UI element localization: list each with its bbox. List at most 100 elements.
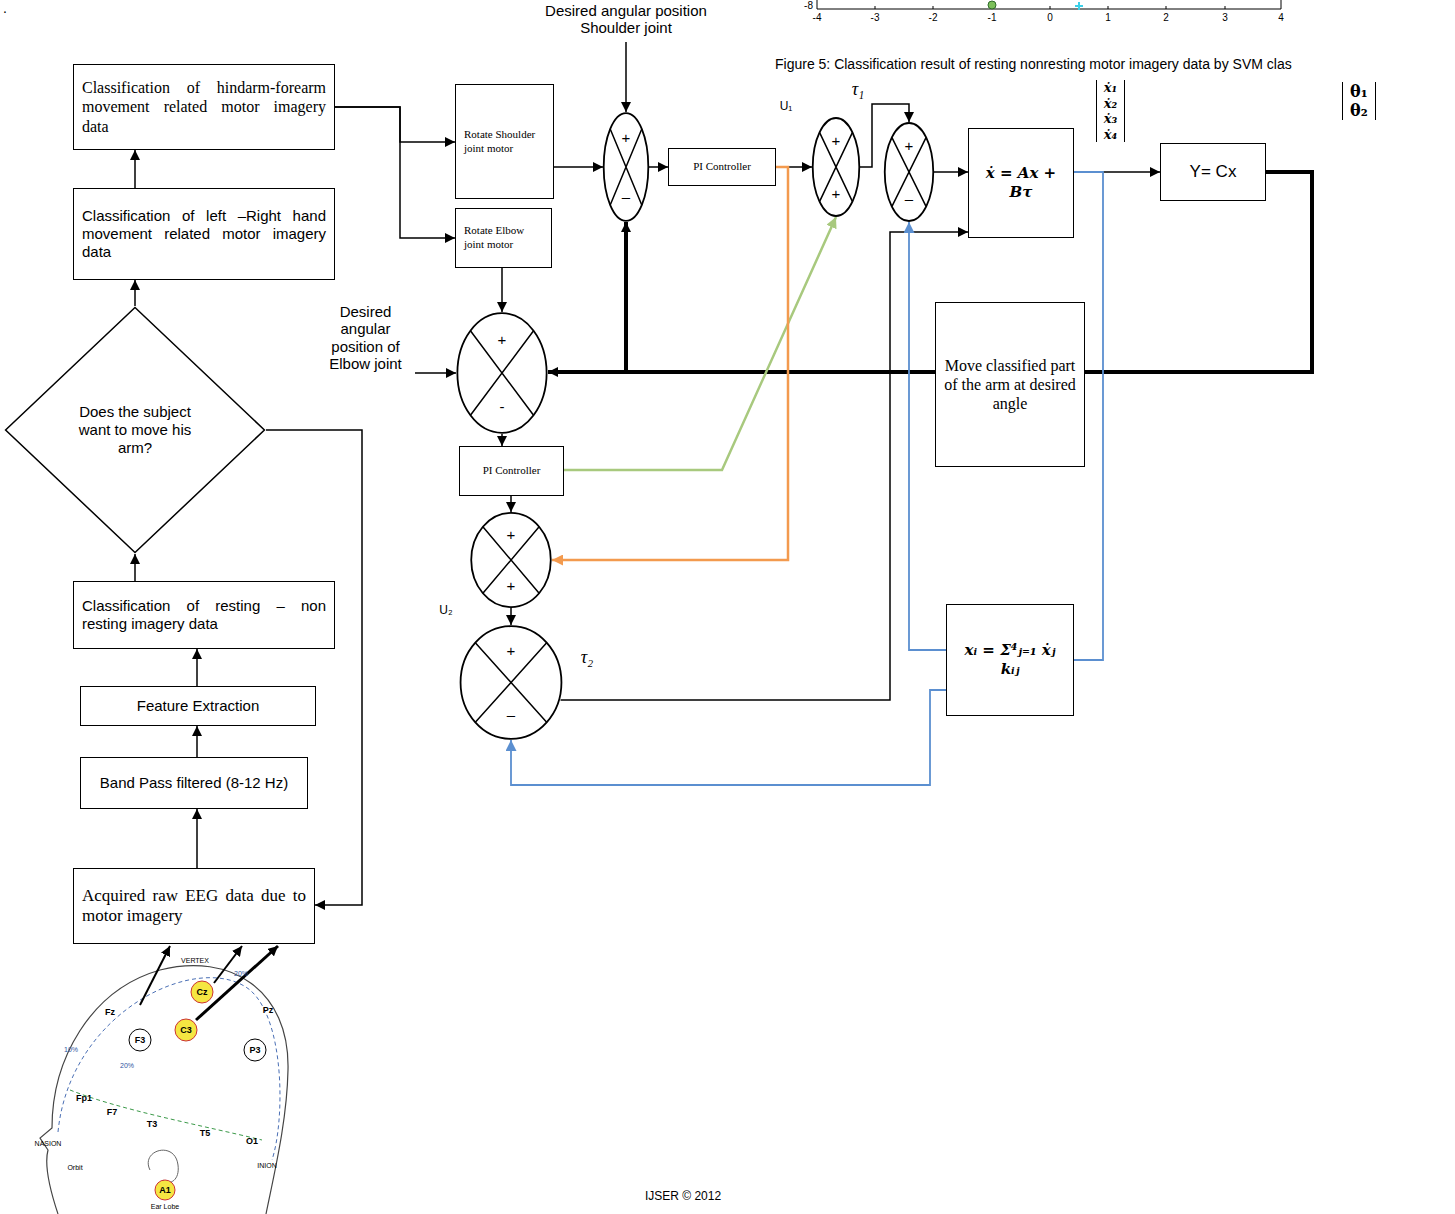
- input-label: Desired angular position Shoulder joint: [531, 2, 721, 37]
- feedback-gain-box: xᵢ = Σ⁴ⱼ₌₁ ẋⱼ kᵢⱼ: [946, 604, 1074, 716]
- summing-junction: +–: [603, 112, 649, 222]
- signal-leads: [140, 946, 278, 1020]
- node-text: Does the subject want to move his arm?: [75, 403, 195, 457]
- sign-symbol: +: [459, 643, 563, 658]
- signal-connector: [196, 649, 198, 686]
- signal-connector: [335, 107, 455, 238]
- figure-caption: Figure 5: Classification result of resti…: [775, 56, 1450, 72]
- axis-tick-label: 0: [1040, 12, 1060, 23]
- spacing-label: 10%: [62, 1046, 80, 1054]
- head-outline: [40, 966, 288, 1214]
- controller-box: PI Controller: [459, 446, 564, 496]
- axis-ticks: [875, 6, 1225, 9]
- feedback-connector: [564, 217, 836, 470]
- junction-outline: [603, 112, 649, 222]
- axis-tick-label: 3: [1215, 12, 1235, 23]
- signal-lead: [140, 946, 170, 1005]
- signal-connector: [335, 107, 455, 142]
- scalp-illustration: [40, 966, 288, 1214]
- sign-symbol: +: [456, 332, 548, 347]
- electrode-name: A1: [153, 1184, 177, 1196]
- signal-connector: [134, 280, 136, 306]
- electrode-name: T5: [193, 1127, 217, 1139]
- signal-name: U₁: [774, 100, 798, 114]
- signal-connector: [501, 268, 503, 312]
- sign-symbol: –: [884, 191, 934, 206]
- signal-name: τ₁: [846, 80, 870, 100]
- sign-symbol: +: [812, 186, 860, 201]
- summing-junction: ++: [470, 512, 552, 608]
- signal-connector: [501, 434, 503, 446]
- landmark-label: Ear Lobe: [146, 1203, 184, 1211]
- node-text: Classification of left –Right hand movem…: [82, 207, 326, 261]
- signal-lead: [214, 946, 242, 983]
- data-point: [988, 1, 996, 9]
- signal-connector: [510, 496, 512, 512]
- process-box: Classification of resting – non resting …: [73, 581, 335, 649]
- electrode-name: Fp1: [72, 1092, 96, 1104]
- axis-tick-label: -2: [923, 12, 943, 23]
- node-text: xᵢ = Σ⁴ⱼ₌₁ ẋⱼ kᵢⱼ: [955, 641, 1065, 680]
- temporal-arc: [70, 1090, 262, 1140]
- input-arrow: [415, 372, 456, 374]
- axis-tick-label: 1: [1098, 12, 1118, 23]
- landmark-label: VERTEX: [178, 957, 212, 965]
- process-box: Classification of left –Right hand movem…: [73, 188, 335, 280]
- signal-name: U₂: [434, 604, 458, 618]
- landmark-label: Orbit: [62, 1164, 88, 1172]
- axis-tick-label: -1: [982, 12, 1002, 23]
- electrode-name: Pz: [256, 1004, 280, 1016]
- output-equation-box: Y= Cx: [1160, 143, 1266, 201]
- motor-box: Rotate Shoulder joint motor: [455, 84, 554, 199]
- actuation-box: Move classified part of the arm at desir…: [935, 302, 1085, 467]
- node-text: Acquired raw EEG data due to motor image…: [82, 886, 306, 927]
- electrode: [129, 1029, 151, 1051]
- motor-box: Rotate Elbow joint motor: [455, 208, 552, 268]
- axis-line: [817, 0, 818, 9]
- ear-outline: [148, 1150, 178, 1182]
- node-text: Y= Cx: [1169, 162, 1257, 182]
- axis-tick-label: -3: [865, 12, 885, 23]
- summing-junction: +–: [884, 122, 934, 222]
- junction-outline: [885, 123, 934, 221]
- axis-line: [1281, 0, 1282, 9]
- data-point: [1075, 2, 1083, 10]
- signal-connector: [554, 166, 603, 168]
- sign-symbol: –: [459, 707, 563, 722]
- output-vector: θ₁ θ₂: [1342, 82, 1376, 120]
- junction-outline: [456, 312, 548, 434]
- electrode-name: C3: [174, 1024, 198, 1036]
- sign-symbol: +: [470, 578, 552, 593]
- summing-junction: +–: [459, 625, 563, 740]
- node-text: PI Controller: [677, 160, 767, 174]
- signal-connector: [134, 554, 136, 581]
- landmark-label: NASION: [30, 1140, 66, 1148]
- signal-connector: [266, 430, 362, 905]
- node-text: Move classified part of the arm at desir…: [944, 356, 1076, 414]
- junction-outline: [459, 625, 563, 740]
- junction-outline: [812, 117, 860, 217]
- input-label: Desired angular position of Elbow joint: [318, 303, 413, 372]
- landmark-label: INION: [252, 1162, 282, 1170]
- electrode: [244, 1039, 266, 1061]
- node-text: Feature Extraction: [89, 697, 307, 715]
- electrode-name: Cz: [190, 986, 214, 998]
- feedback-connector: [511, 690, 946, 785]
- sign-symbol: +: [603, 130, 649, 145]
- electrode-name: T3: [140, 1118, 164, 1130]
- signal-name: τ₂: [575, 648, 599, 668]
- signal-connector: [561, 232, 968, 700]
- electrode-name: F7: [100, 1106, 124, 1118]
- node-text: Band Pass filtered (8-12 Hz): [89, 774, 299, 792]
- chart-axis: [817, 0, 1281, 9]
- sign-symbol: –: [603, 189, 649, 204]
- state-equation-box: ẋ = Ax + Bτ: [968, 128, 1074, 238]
- process-box: Classification of hindarm-forearm moveme…: [73, 64, 335, 150]
- copyright-note: IJSER © 2012: [628, 1190, 738, 1204]
- decision-diamond: Does the subject want to move his arm?: [4, 306, 266, 554]
- diamond-outline: [6, 307, 265, 552]
- node-text: Rotate Elbow joint motor: [464, 224, 543, 252]
- electrode-name: P3: [243, 1044, 267, 1056]
- axis-tick-label: 2: [1156, 12, 1176, 23]
